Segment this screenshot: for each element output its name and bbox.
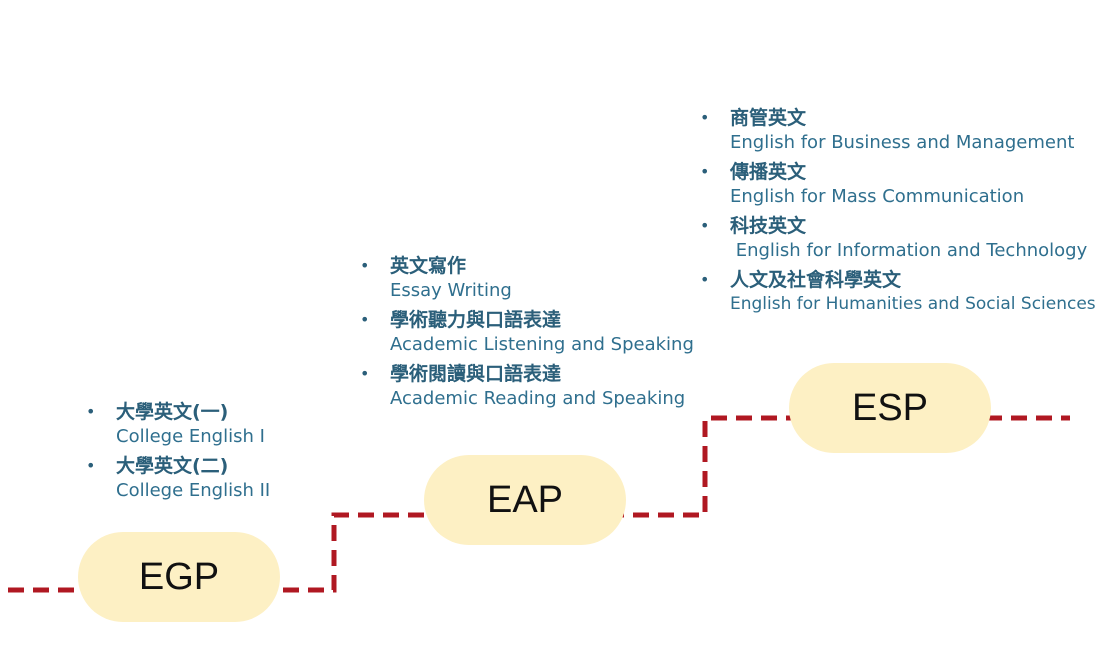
course-name-zh: 傳播英文 <box>730 161 807 184</box>
egp-course-list: • 大學英文(一) College English I • 大學英文(二) Co… <box>86 400 270 508</box>
bullet: • <box>360 364 370 384</box>
eap-stage-pill: EAP <box>424 455 626 545</box>
stage-label: EGP <box>138 555 220 598</box>
course-name-en: Essay Writing <box>390 279 512 301</box>
list-item: • 學術閱讀與口語表達 Academic Reading and Speakin… <box>360 362 694 410</box>
course-name-en: College English I <box>116 425 265 447</box>
list-item: • 英文寫作 Essay Writing <box>360 254 694 302</box>
list-item: • 學術聽力與口語表達 Academic Listening and Speak… <box>360 308 694 356</box>
bullet: • <box>700 216 710 236</box>
bullet: • <box>86 456 96 476</box>
course-name-zh: 人文及社會科學英文 <box>730 269 902 292</box>
course-name-en: English for Humanities and Social Scienc… <box>730 293 1096 314</box>
course-name-zh: 科技英文 <box>730 215 807 238</box>
course-name-zh: 大學英文(一) <box>116 401 229 423</box>
course-name-en: College English II <box>116 479 271 501</box>
esp-course-list: • 商管英文 English for Business and Manageme… <box>700 106 1096 321</box>
bullet: • <box>700 108 710 127</box>
course-name-zh: 大學英文(二) <box>116 455 229 478</box>
course-name-en: Academic Reading and Speaking <box>390 387 686 409</box>
course-name-zh: 學術聽力與口語表達 <box>390 309 562 332</box>
list-item: • 大學英文(二) College English II <box>86 454 270 502</box>
stage-label: EAP <box>486 478 564 521</box>
list-item: • 人文及社會科學英文 English for Humanities and S… <box>700 268 1096 315</box>
course-name-en: English for Business and Management <box>730 131 1075 153</box>
esp-stage-pill: ESP <box>789 363 991 453</box>
course-name-zh: 學術閱讀與口語表達 <box>390 363 562 386</box>
course-name-en: Academic Listening and Speaking <box>390 333 694 355</box>
stage-label: ESP <box>851 386 929 429</box>
bullet: • <box>360 310 370 330</box>
egp-stage-pill: EGP <box>78 532 280 622</box>
list-item: • 傳播英文 English for Mass Communication <box>700 160 1096 208</box>
bullet: • <box>86 402 96 421</box>
eap-course-list: • 英文寫作 Essay Writing • 學術聽力與口語表達 Academi… <box>360 254 694 416</box>
course-name-zh: 英文寫作 <box>390 255 467 277</box>
list-item: • 大學英文(一) College English I <box>86 400 270 448</box>
course-name-zh: 商管英文 <box>730 107 807 129</box>
list-item: • 商管英文 English for Business and Manageme… <box>700 106 1096 154</box>
list-item: • 科技英文 English for Information and Techn… <box>700 214 1096 262</box>
bullet: • <box>700 162 710 182</box>
course-name-en: English for Mass Communication <box>730 185 1025 207</box>
bullet: • <box>700 270 710 290</box>
course-name-en: English for Information and Technology <box>730 239 1088 261</box>
bullet: • <box>360 256 370 275</box>
